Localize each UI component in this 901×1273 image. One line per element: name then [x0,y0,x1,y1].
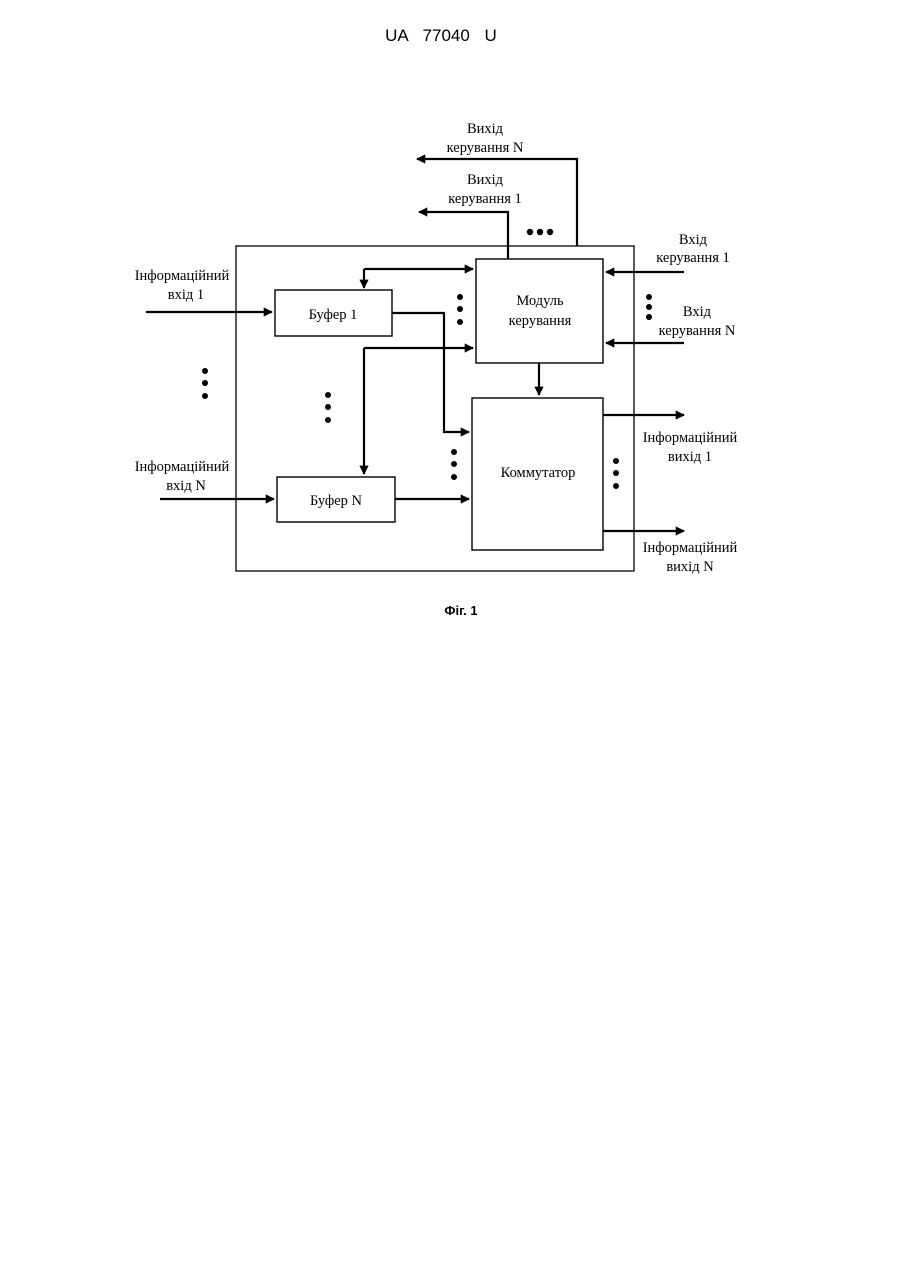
buffer-1-to-switch-arrow [392,313,469,432]
svg-text:вихід N: вихід N [666,559,714,575]
ellipsis-control-outputs [527,229,553,235]
svg-text:Інформаційний: Інформаційний [135,268,230,284]
svg-text:вхід 1: вхід 1 [168,287,204,303]
control-module-block: Модуль керування [476,259,603,363]
label-info-output-n: Інформаційний вихід N [643,540,738,575]
label-info-input-n: Інформаційний вхід N [135,459,230,494]
svg-text:керування N: керування N [447,140,524,156]
buffer-1-label: Буфер 1 [309,307,358,323]
svg-text:Вхід: Вхід [679,232,708,248]
control-module-label-line2: керування [509,313,572,329]
svg-text:вихід 1: вихід 1 [668,449,712,465]
svg-text:Інформаційний: Інформаційний [135,459,230,475]
label-control-output-n: Вихід керування N [447,121,524,156]
ellipsis-control-inputs [646,294,652,320]
svg-text:керування 1: керування 1 [448,191,522,207]
control-output-1-arrow [419,212,508,259]
ellipsis-buffers [325,392,331,423]
svg-text:керування 1: керування 1 [656,250,730,266]
label-control-input-n: Вхід керування N [659,304,736,339]
control-module-label-line1: Модуль [516,293,564,309]
svg-text:Інформаційний: Інформаційний [643,430,738,446]
svg-text:Інформаційний: Інформаційний [643,540,738,556]
buffer-n-block: Буфер N [277,477,395,522]
switch-label: Коммутатор [501,465,576,481]
switch-block: Коммутатор [472,398,603,550]
figure-caption: Фіг. 1 [444,603,477,618]
label-info-output-1: Інформаційний вихід 1 [643,430,738,465]
ellipsis-buffer-to-control [457,294,463,325]
svg-text:Вихід: Вихід [467,172,504,188]
label-control-input-1: Вхід керування 1 [656,232,730,266]
ellipsis-switch-inputs [451,449,457,480]
buffer-1-block: Буфер 1 [275,290,392,336]
svg-text:Вихід: Вихід [467,121,504,137]
svg-text:вхід N: вхід N [166,478,206,494]
svg-text:Вхід: Вхід [683,304,712,320]
svg-text:керування N: керування N [659,323,736,339]
buffer-n-label: Буфер N [310,493,363,509]
ellipsis-info-inputs [202,368,208,399]
ellipsis-info-outputs [613,458,619,489]
label-control-output-1: Вихід керування 1 [448,172,522,207]
label-info-input-1: Інформаційний вхід 1 [135,268,230,303]
